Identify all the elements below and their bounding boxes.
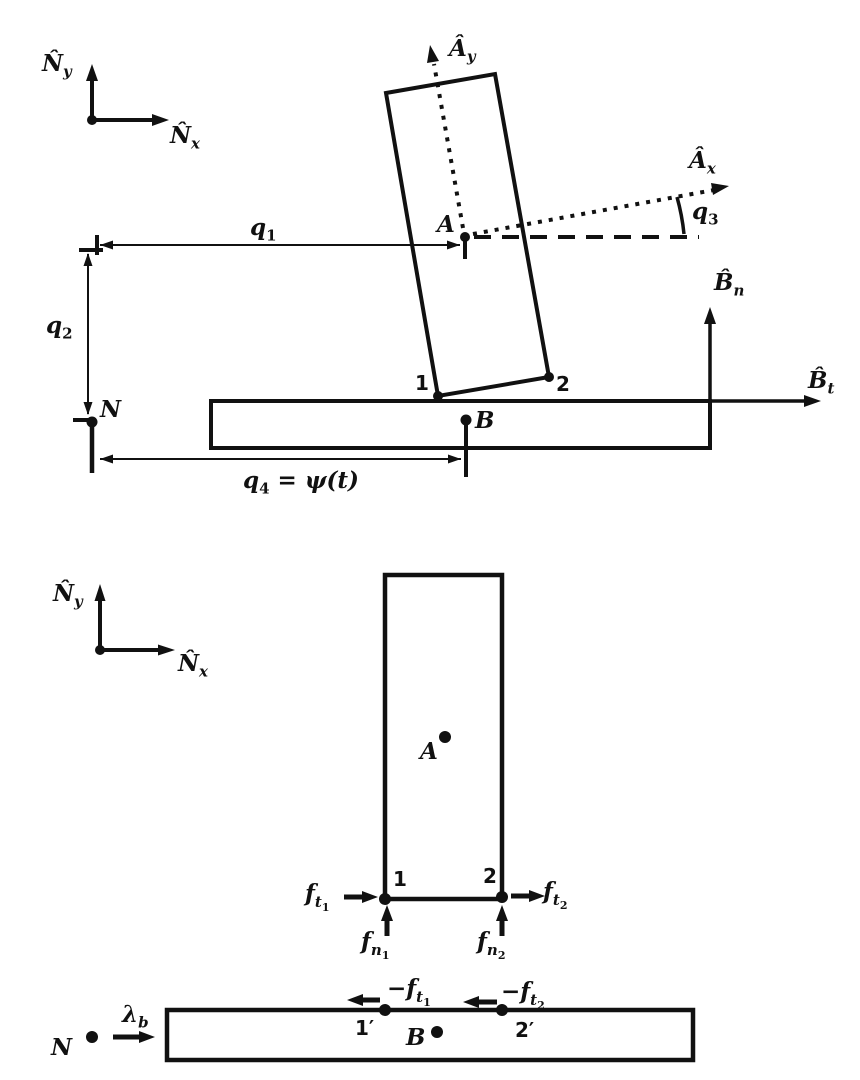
contact-1-prime-label: 1′ [355,1016,375,1040]
point-b-dot [431,1026,443,1038]
bottom-contact-2-label: 2 [483,864,497,888]
point-n-dot [86,1031,98,1043]
top-contact-1-label: 1 [415,371,429,395]
top-figure [73,45,821,477]
bottom-n-y-axis-label: N̂y [53,580,83,611]
bottom-n-x-axis-label: N̂x [178,650,208,681]
lambda-b-label: λb [122,1001,149,1032]
bottom-point-n-label: N [51,1034,73,1061]
force-neg-ft1-label: −ft1 [387,975,431,1009]
a-x-axis-dotted [472,188,715,236]
q4-dimension [100,454,461,464]
point-n-dot [86,416,98,428]
contact-2-dot [496,891,508,903]
a-x-axis-label: Âx [689,147,716,178]
contact-1p-dot [379,1004,391,1016]
contact-1-dot [433,391,443,401]
a-x-arrowhead [711,183,729,195]
top-point-n-label: N [100,396,122,423]
top-n-frame-axes [86,64,169,126]
force-fn2-label: fn2 [477,928,506,962]
force-neg-ft2-label: −ft2 [501,978,545,1012]
b-t-axis-label: B̂t [808,367,835,398]
b-n-arrowhead [704,307,716,324]
n-y-arrowhead [86,64,98,81]
a-y-axis-label: Ây [449,35,476,66]
bottom-point-a-label: A [420,738,438,765]
n-x-arrowhead [158,644,175,656]
q4-label: q4 = ψ(t) [243,467,359,498]
q2-label: q2 [46,312,73,343]
point-b-dot [460,414,472,426]
bottom-figure [86,572,696,1063]
n-x-arrowhead [152,114,169,126]
a-y-axis-dotted [432,63,465,229]
force-fn2-arrow [496,905,508,936]
bottom-contact-1-label: 1 [393,867,407,891]
force-neg-ft2-arrow [463,996,497,1008]
body-b-rectangle [209,399,712,450]
b-frame-axes [704,307,821,445]
contact-2p-dot [496,1004,508,1016]
q3-angle-arc [675,196,686,235]
bottom-point-b-label: B [406,1024,426,1051]
contact-2-dot [544,372,554,382]
force-fn1-arrow [381,905,393,936]
q3-label: q3 [692,198,719,229]
b-n-axis-label: B̂n [714,269,745,300]
top-contact-2-label: 2 [556,372,570,396]
bottom-n-frame-axes [94,584,175,656]
contact-2-prime-label: 2′ [515,1018,535,1042]
force-ft2-arrow [511,890,545,902]
point-a-dot [460,232,470,242]
q1-dimension [95,235,460,255]
q2-dimension [73,248,103,422]
force-lambda-b-arrow [113,1031,155,1043]
b-t-arrowhead [804,395,821,407]
top-point-b-label: B [475,407,495,434]
force-fn1-label: fn1 [361,928,390,962]
body-a-rectangle [382,572,505,902]
top-n-y-axis-label: N̂y [42,50,72,81]
a-y-arrowhead [427,45,439,63]
top-n-x-axis-label: N̂x [170,122,200,153]
point-a-dot [439,731,451,743]
force-neg-ft1-arrow [347,994,380,1006]
q1-label: q1 [250,214,277,245]
n-y-arrowhead [94,584,106,601]
contact-1-dot [379,893,391,905]
body-b-rectangle [164,1007,696,1063]
a-frame-axes [427,45,729,236]
force-ft2-label: ft2 [543,878,568,912]
top-point-a-label: A [437,211,455,238]
force-ft1-arrow [344,891,378,903]
force-ft1-label: ft1 [305,880,330,914]
